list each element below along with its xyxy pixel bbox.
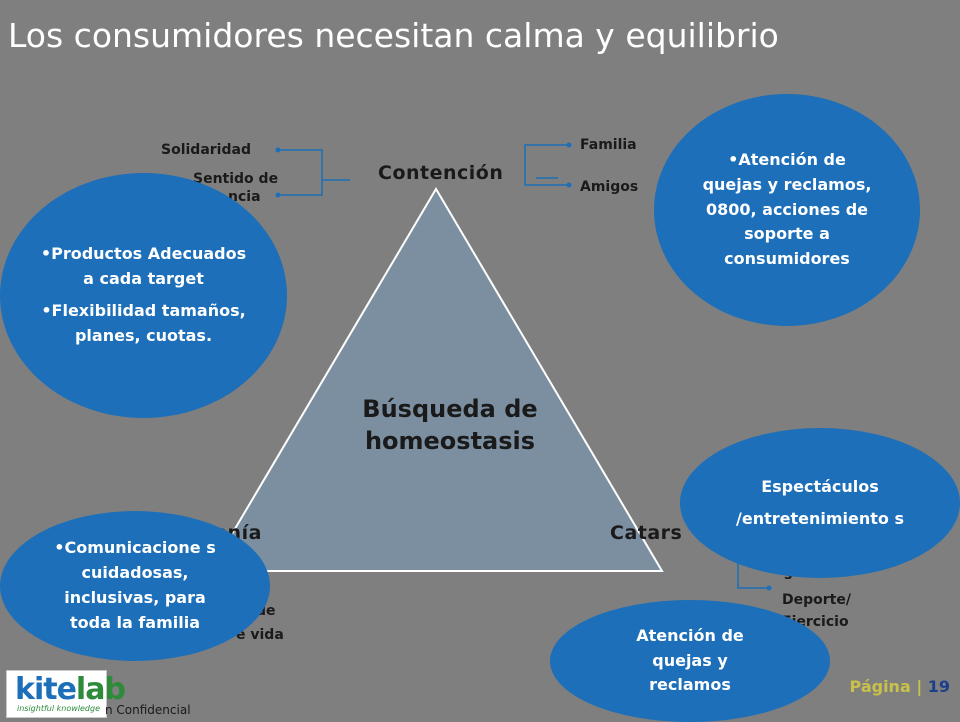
bubble-products-line-2: •Flexibilidad tamaños, planes, cuotas. (41, 301, 246, 345)
center-line-1: Búsqueda de (362, 395, 538, 423)
logo-wordmark: kitelab (15, 672, 126, 707)
label-familia: Familia (580, 137, 637, 153)
logo-tagline: insightful knowledge (17, 704, 100, 713)
triangle (208, 187, 664, 572)
bubble-shows: Espectáculos /entretenimiento s (680, 428, 960, 578)
bullet-amigos (566, 182, 572, 188)
label-solidaridad: Solidaridad (161, 142, 251, 158)
bullet-deporte (766, 585, 772, 591)
bubble-products: •Productos Adecuados a cada target •Flex… (0, 173, 287, 418)
page-number: Página | 19 (849, 677, 950, 696)
connector-top-left (278, 149, 350, 196)
bubble-shows-line-2: /entretenimiento s (736, 508, 904, 528)
bubble-communication-text: •Comunicacione s cuidadosas, inclusivas,… (54, 538, 216, 632)
center-text: Búsqueda de homeostasis (320, 393, 580, 458)
label-sentido-de: Sentido de (193, 171, 279, 187)
center-line-2: homeostasis (364, 427, 536, 456)
bubble-shows-line-1: Espectáculos (761, 476, 879, 496)
corner-contencion: Contención (378, 162, 504, 184)
confidential-label: n Confidencial (105, 703, 191, 717)
slide-title: Los consumidores necesitan calma y equil… (8, 16, 779, 55)
bubble-attention-bottom-text: Atención de quejas y reclamos (636, 625, 744, 695)
bubble-attention-top: •Atención de quejas y reclamos, 0800, ac… (654, 94, 920, 326)
bubble-attention-top-text: •Atención de quejas y reclamos, 0800, ac… (702, 150, 872, 269)
bullet-sentido (275, 192, 281, 198)
label-deporte: Deporte/ (782, 592, 851, 608)
label-amigos: Amigos (580, 179, 639, 195)
kitelab-logo: kitelab insightful knowledge (6, 670, 126, 718)
bullet-solidaridad (275, 147, 281, 153)
bubble-attention-bottom: Atención de quejas y reclamos (550, 600, 830, 722)
corner-right: Catars (610, 522, 683, 544)
connector-top-right (524, 144, 568, 186)
bubble-communication: •Comunicacione s cuidadosas, inclusivas,… (0, 511, 270, 661)
label-e-vida: e vida (236, 627, 284, 643)
bubble-products-line-1: •Productos Adecuados a cada target (40, 244, 247, 289)
bullet-familia (566, 142, 572, 148)
